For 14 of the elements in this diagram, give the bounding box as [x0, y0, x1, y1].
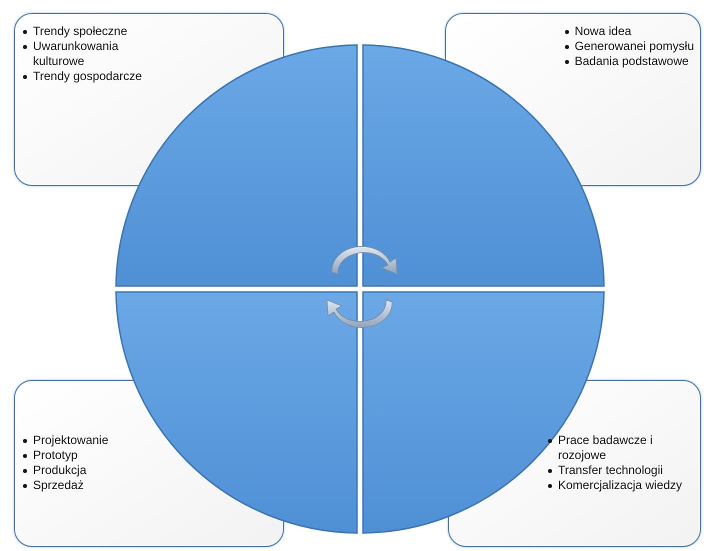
pie-quadrant	[115, 291, 358, 534]
bullet-item: Uwarunkowania kulturowe	[23, 39, 173, 69]
bullet-item: Projektowanie	[23, 433, 108, 448]
bullet-item: Produkcja	[23, 463, 86, 478]
bullet-item: Prototyp	[23, 448, 78, 463]
bullet-item: Trendy społeczne	[23, 24, 128, 39]
bullet-item: Badania podstawowe	[564, 54, 689, 69]
bullet-item: Sprzedaż	[23, 478, 84, 493]
bullet-item: Trendy gospodarcze	[23, 69, 142, 84]
bullet-item: Prace badawcze i rozojowe	[548, 433, 698, 463]
bullet-item: Transfer technologii	[548, 463, 663, 478]
bullet-item: Generowanei pomysłu	[564, 39, 694, 54]
bullet-item: Komercjalizacja wiedzy	[548, 478, 682, 493]
bullet-item: Nowa idea	[564, 24, 632, 39]
